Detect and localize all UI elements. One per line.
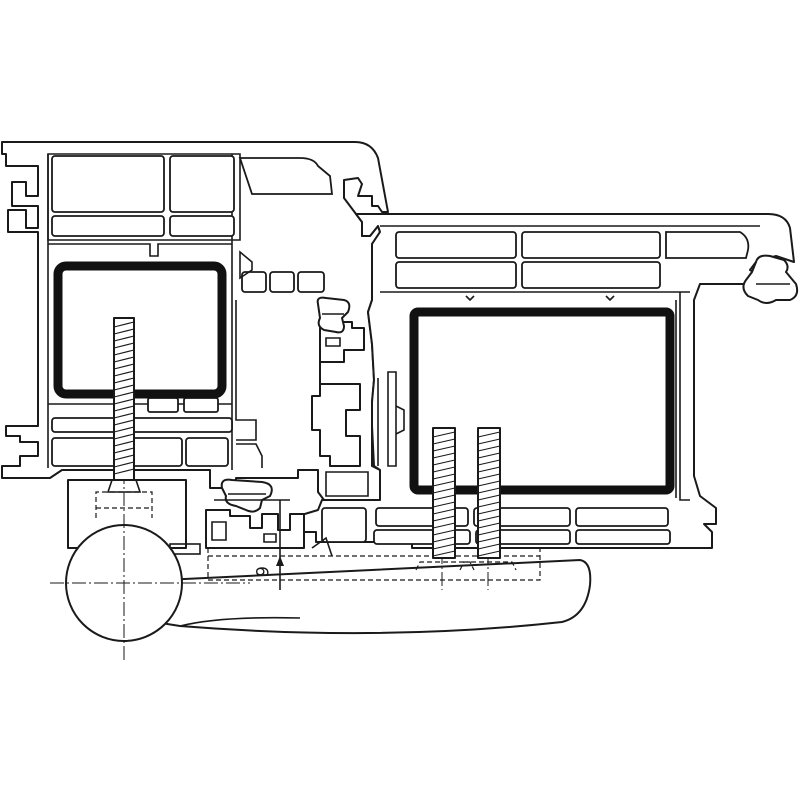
screw-thread	[432, 536, 456, 543]
screw-thread	[113, 419, 135, 426]
screw-thread	[113, 349, 135, 356]
dimension-annotation: 6	[214, 499, 290, 590]
screw-thread	[477, 522, 501, 529]
screw-thread	[432, 543, 456, 550]
screw-thread	[477, 543, 501, 550]
rebate-detail	[311, 321, 369, 497]
screw-thread	[432, 431, 456, 438]
sash-screw-left	[432, 427, 456, 559]
screw-thread	[477, 529, 501, 536]
screw-thread	[432, 494, 456, 501]
screw-thread	[432, 522, 456, 529]
screw-thread	[113, 342, 135, 349]
screw-thread	[477, 515, 501, 522]
screw-thread	[432, 529, 456, 536]
screw-thread	[113, 363, 135, 370]
frame-steel-reinforcement	[53, 261, 227, 399]
screw-thread	[113, 370, 135, 377]
screw-thread	[432, 459, 456, 466]
screw-thread	[113, 321, 135, 328]
dimension-label: 6	[251, 566, 271, 577]
screw-thread	[477, 494, 501, 501]
screw-thread	[113, 468, 135, 475]
screw-thread	[432, 480, 456, 487]
frame-gasket	[316, 296, 351, 334]
screw-thread	[477, 536, 501, 543]
screw-thread	[432, 508, 456, 515]
hinge-leaf	[121, 559, 592, 635]
screw-thread	[477, 487, 501, 494]
screw-thread	[432, 487, 456, 494]
screw-thread	[477, 445, 501, 452]
screw-thread	[477, 438, 501, 445]
screw-thread	[113, 412, 135, 419]
screw-thread	[432, 515, 456, 522]
screw-thread	[477, 550, 501, 557]
glazing-gasket	[742, 254, 799, 304]
frame-screw	[106, 317, 142, 493]
screw-thread	[113, 384, 135, 391]
screw-thread	[113, 405, 135, 412]
screw-thread	[113, 377, 135, 384]
screw-thread	[477, 452, 501, 459]
screw-thread	[432, 438, 456, 445]
screw-thread	[477, 501, 501, 508]
screw-thread	[477, 459, 501, 466]
screw-thread	[432, 550, 456, 557]
screw-thread	[113, 440, 135, 447]
screw-thread	[477, 480, 501, 487]
screw-thread	[113, 356, 135, 363]
screw-thread	[113, 391, 135, 398]
screw-thread	[432, 501, 456, 508]
screw-thread	[477, 473, 501, 480]
screw-thread	[113, 461, 135, 468]
screw-thread	[113, 454, 135, 461]
screw-thread	[477, 508, 501, 515]
screw-thread	[113, 426, 135, 433]
screw-thread	[432, 452, 456, 459]
screw-thread	[477, 431, 501, 438]
screw-thread	[113, 433, 135, 440]
screw-thread	[432, 473, 456, 480]
screw-thread	[113, 447, 135, 454]
sash-gasket	[220, 478, 273, 513]
screw-thread	[113, 335, 135, 342]
screw-thread	[432, 466, 456, 473]
screw-thread	[113, 398, 135, 405]
screw-thread	[432, 445, 456, 452]
screw-thread	[477, 466, 501, 473]
sash-screw-right	[477, 427, 501, 559]
screw-thread	[113, 328, 135, 335]
